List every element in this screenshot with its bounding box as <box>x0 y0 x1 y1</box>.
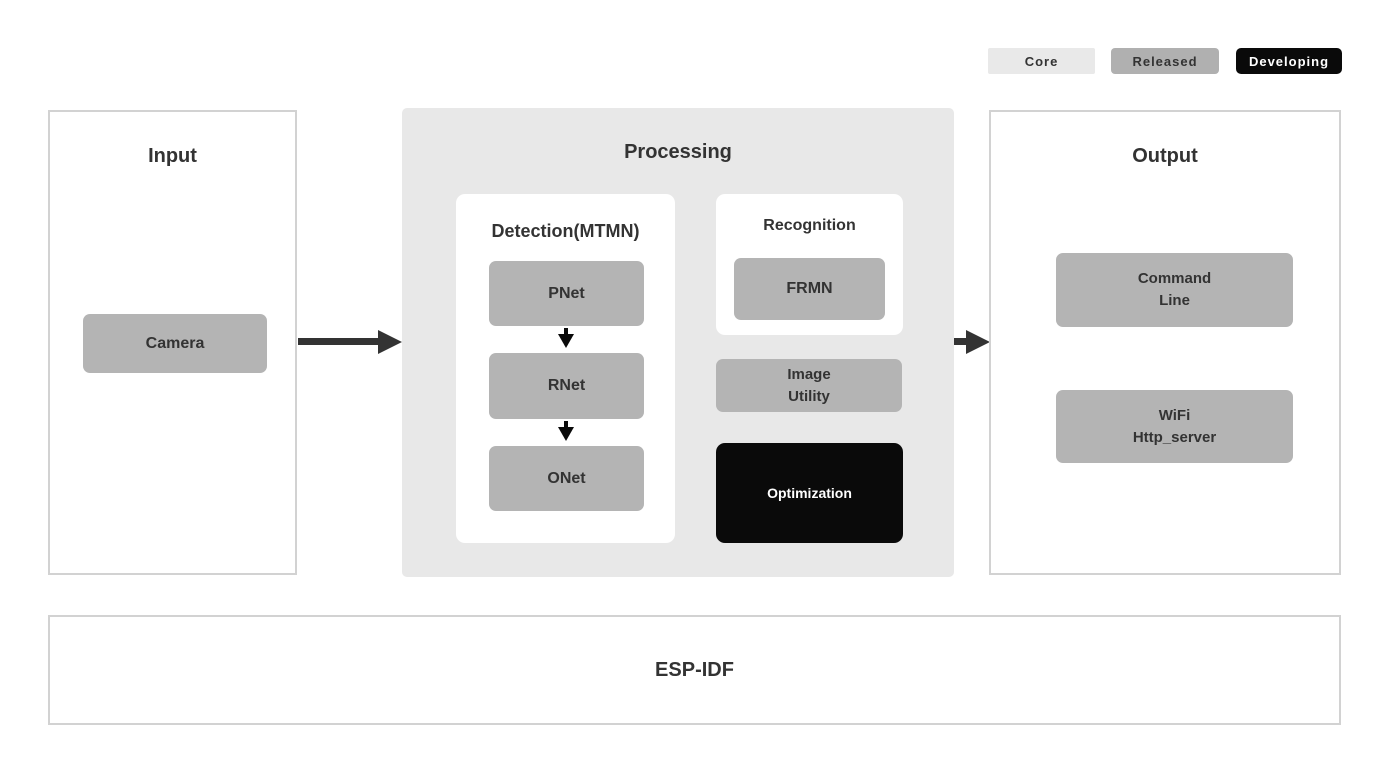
wifi-http-server-block: WiFi Http_server <box>1056 390 1293 463</box>
optimization-block: Optimization <box>716 443 903 543</box>
input-section: Input Camera <box>48 110 297 575</box>
onet-label: ONet <box>547 469 586 487</box>
image-utility-block: Image Utility <box>716 359 902 412</box>
command-line-line2: Line <box>1159 292 1190 309</box>
esp-idf-title: ESP-IDF <box>655 658 734 681</box>
onet-block: ONet <box>489 446 644 511</box>
arrow-shaft <box>564 421 568 429</box>
esp-idf-section: ESP-IDF <box>48 615 1341 725</box>
frmn-label: FRMN <box>786 280 833 298</box>
image-utility-line2: Utility <box>788 387 830 405</box>
arrow-shaft <box>564 328 568 336</box>
input-title: Input <box>148 145 197 167</box>
processing-title: Processing <box>624 141 732 163</box>
pnet-block: PNet <box>489 261 644 326</box>
rnet-block: RNet <box>489 353 644 419</box>
wifi-line1: WiFi <box>1158 406 1191 424</box>
camera-label: Camera <box>145 334 205 352</box>
legend-chip-core: Core <box>988 48 1095 74</box>
arrow-shaft <box>954 338 968 345</box>
wifi-line2: Http_server <box>1132 428 1217 446</box>
arrow-head-icon <box>558 427 574 441</box>
legend-released-label: Released <box>1132 53 1198 69</box>
recognition-group: Recognition FRMN <box>716 194 903 335</box>
detection-group: Detection(MTMN) PNet RNet ONet <box>456 194 675 543</box>
recognition-title: Recognition <box>763 217 856 234</box>
processing-section: Processing Detection(MTMN) PNet RNet ONe… <box>402 108 954 577</box>
rnet-label: RNet <box>547 377 586 395</box>
detection-title: Detection(MTMN) <box>491 221 640 241</box>
legend-chip-released: Released <box>1111 48 1219 74</box>
arrow-head-icon <box>966 330 990 354</box>
camera-block: Camera <box>83 314 267 373</box>
frmn-block: FRMN <box>734 258 885 320</box>
image-utility-line1: Image <box>787 365 831 383</box>
arrow-head-icon <box>378 330 402 354</box>
arrow-shaft <box>298 338 380 345</box>
command-line-block: Command Line <box>1056 253 1293 327</box>
pnet-label: PNet <box>548 284 585 302</box>
legend-chip-developing: Developing <box>1236 48 1342 74</box>
arrow-head-icon <box>558 334 574 348</box>
legend-core-label: Core <box>1024 53 1059 69</box>
output-section: Output Command Line WiFi Http_server <box>989 110 1341 575</box>
optimization-label: Optimization <box>767 484 852 501</box>
command-line-line1: Command <box>1137 270 1212 288</box>
output-title: Output <box>1132 145 1198 167</box>
legend-developing-label: Developing <box>1248 53 1330 69</box>
